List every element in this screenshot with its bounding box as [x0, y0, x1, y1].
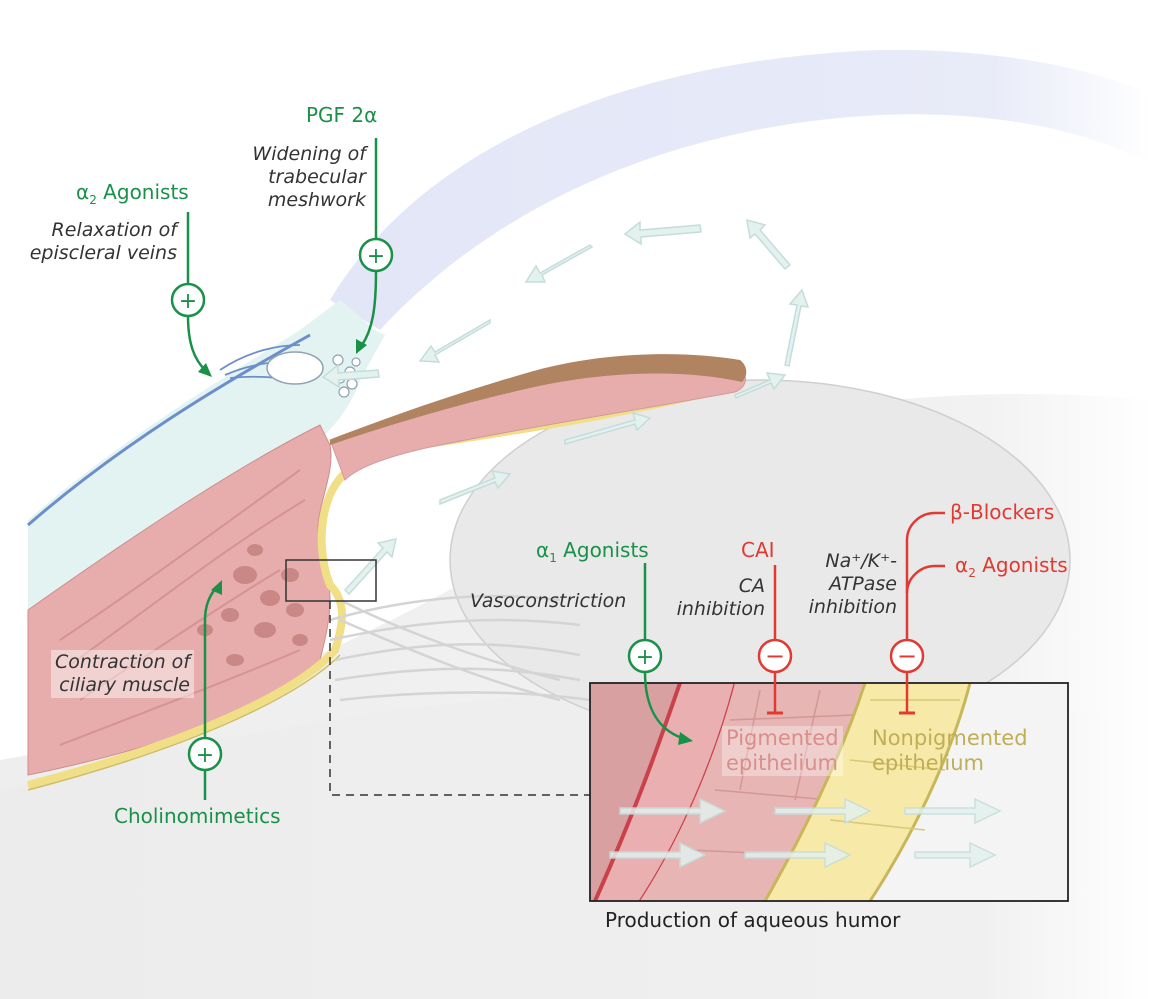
effect-line: inhibition	[676, 597, 765, 620]
plus-circle-alpha2-left	[170, 282, 206, 318]
plus-symbol: +	[367, 244, 385, 269]
label-line: Nonpigmented	[872, 726, 1028, 750]
cholinomimetics-label: Cholinomimetics	[114, 804, 281, 828]
nak-atpase-label: Na⁺/K⁺- ATPase inhibition	[809, 550, 897, 618]
plus-symbol: +	[179, 289, 197, 314]
inset-connector	[329, 601, 590, 796]
alpha1-arrow	[643, 671, 683, 740]
minus-symbol: −	[765, 642, 785, 670]
alpha-symbol: α	[536, 538, 550, 562]
effect-line: ATPase	[829, 572, 897, 595]
pgf-arrowhead	[356, 339, 367, 354]
effect-line: inhibition	[808, 595, 897, 618]
agonists-text: Agonists	[975, 553, 1068, 577]
effect-line: Relaxation of	[51, 219, 177, 241]
label-line: epithelium	[726, 751, 838, 776]
effect-line: ciliary muscle	[59, 673, 190, 696]
beta-blocker-connector	[905, 511, 945, 640]
pgf-effect-line: meshwork	[267, 188, 366, 211]
plus-symbol: +	[196, 743, 214, 768]
alpha-subscript: 2	[89, 193, 97, 207]
pgf-label: PGF 2α	[306, 103, 378, 127]
minus-circle-cai	[757, 638, 793, 674]
ca-inhibition-label: CA inhibition	[677, 575, 765, 621]
beta-blockers-label: β-Blockers	[950, 500, 1055, 524]
alpha-symbol: α	[955, 553, 969, 577]
label-line: Pigmented	[726, 726, 839, 750]
schlemms-canal	[266, 351, 324, 385]
cai-label: CAI	[741, 538, 775, 562]
pgf-arrow	[360, 271, 378, 346]
alpha2-left-arrow	[186, 315, 206, 371]
pgf-effect-label: Widening of trabecular meshwork	[252, 143, 366, 211]
minus-circle-nak	[889, 638, 925, 674]
nonpigmented-epithelium-label: Nonpigmented epithelium	[872, 726, 1028, 776]
zonular-fibers	[329, 594, 591, 702]
alpha2-right-connector	[905, 564, 945, 594]
vasoconstriction-label: Vasoconstriction	[470, 590, 627, 612]
alpha2-right-label: α2 Agonists	[955, 553, 1068, 580]
cornea	[330, 49, 1152, 330]
sclera-outer-line	[27, 333, 311, 527]
inset-border	[589, 682, 1069, 902]
plus-circle-pgf	[358, 237, 394, 273]
alpha2-left-label: α2 Agonists	[76, 180, 189, 207]
cholinomimetics-arrowhead	[211, 580, 222, 595]
contraction-label: Contraction of ciliary muscle	[50, 650, 194, 698]
minus-symbol: −	[897, 642, 917, 670]
alpha-subscript: 2	[968, 566, 976, 580]
pigmented-epithelium-label: Pigmented epithelium	[722, 726, 843, 777]
effect-line: Contraction of	[54, 651, 190, 673]
inset-caption: Production of aqueous humor	[605, 908, 901, 932]
alpha-symbol: α	[76, 180, 90, 204]
pgf-effect-line: trabecular	[268, 165, 366, 188]
label-line: epithelium	[872, 751, 984, 776]
plus-circle-alpha1	[627, 638, 663, 674]
aqueous-flow-arrows	[321, 218, 810, 596]
pgf-effect-line: Widening of	[252, 143, 366, 165]
inset-panel	[590, 683, 1068, 901]
ciliary-muscle-fibers	[59, 469, 306, 746]
agonists-text: Agonists	[556, 538, 649, 562]
alpha2-left-arrowhead	[198, 363, 212, 377]
inset-source-box	[285, 559, 377, 602]
alpha2-left-effect-label: Relaxation of episcleral veins	[30, 219, 177, 265]
alpha1-arrowhead	[678, 732, 693, 745]
iris-anterior-surface	[330, 354, 747, 445]
plus-symbol: +	[636, 645, 654, 670]
agonists-text: Agonists	[96, 180, 189, 204]
effect-line: episcleral veins	[29, 241, 177, 264]
effect-line: CA	[738, 575, 765, 597]
alpha-subscript: 1	[549, 551, 557, 565]
plus-circle-cholinomimetics	[187, 736, 223, 772]
effect-line: Na⁺/K⁺-	[825, 550, 897, 572]
alpha1-label: α1 Agonists	[536, 538, 649, 565]
